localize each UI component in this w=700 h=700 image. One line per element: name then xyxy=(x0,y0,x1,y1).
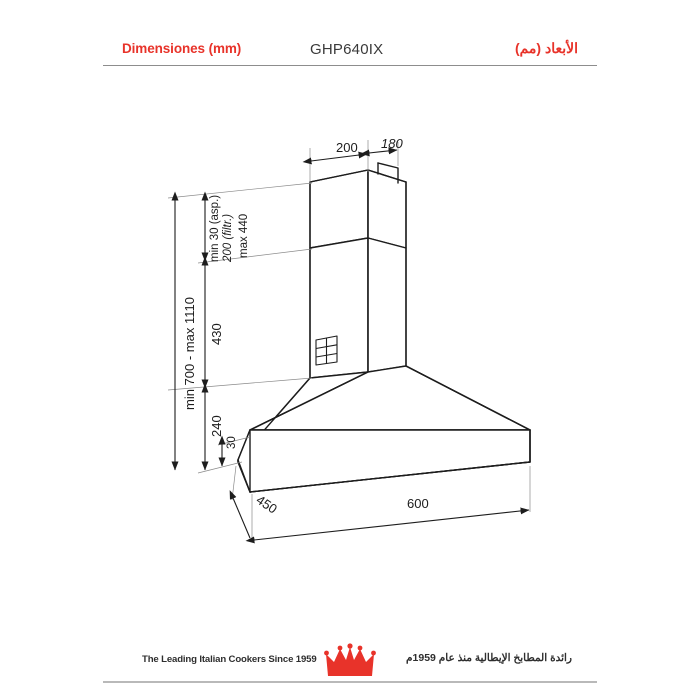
header-model-code: GHP640IX xyxy=(310,41,384,58)
dim-label-base-width: 600 xyxy=(407,496,429,511)
dim-label-duct-filtr: 200 (filtr.) xyxy=(222,213,234,262)
footer-tagline-english: The Leading Italian Cookers Since 1959 xyxy=(142,654,317,665)
dim-label-duct-min-asp: min 30 (asp.) xyxy=(209,194,221,262)
header-title-spanish: Dimensiones (mm) xyxy=(122,41,242,56)
dimline-600 xyxy=(245,507,530,544)
vent-grille-icon xyxy=(315,335,338,366)
header-divider xyxy=(103,65,597,66)
dim-label-canopy-band-height: 30 xyxy=(226,436,238,449)
footer-tagline-arabic: رائدة المطابخ الإيطالية منذ عام 1959م xyxy=(406,652,572,664)
dim-label-chimney-top-depth: 180 xyxy=(381,136,403,151)
dim-label-chimney-top-width: 200 xyxy=(336,140,358,155)
hood-geometry xyxy=(237,162,531,493)
dimline-180 xyxy=(360,147,398,157)
dimline-200 xyxy=(302,151,368,165)
crown-logo xyxy=(324,642,376,678)
dim-label-duct-max: max 440 xyxy=(238,213,250,258)
header-title-arabic: الأبعاد (مم) xyxy=(514,40,578,56)
dim-label-total-height: min 700 - max 1110 xyxy=(182,297,197,410)
dim-label-chimney-lower-height: 430 xyxy=(209,323,224,345)
footer-divider xyxy=(103,681,597,683)
page-footer: The Leading Italian Cookers Since 1959 ر… xyxy=(0,628,700,700)
dimension-lines xyxy=(171,147,530,544)
crown-shape xyxy=(326,647,374,676)
page-header: Dimensiones (mm) GHP640IX الأبعاد (مم) xyxy=(0,0,700,72)
dimline-450 xyxy=(229,490,251,539)
dim-label-canopy-slope-height: 240 xyxy=(209,415,224,437)
